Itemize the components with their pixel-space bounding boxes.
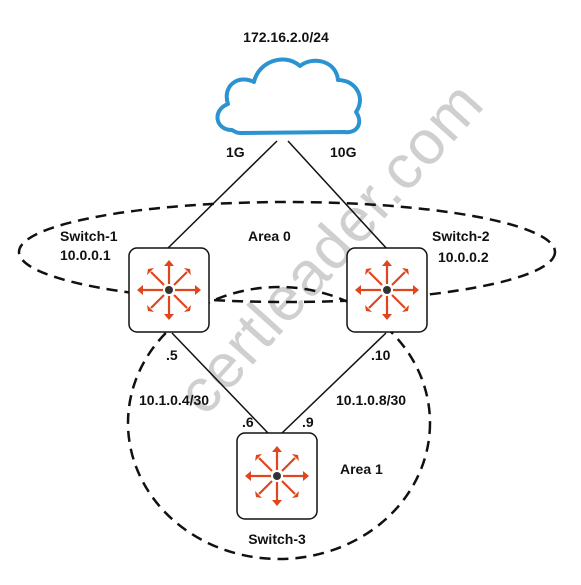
uplink-right-speed: 10G: [330, 144, 357, 160]
switch3-node: [236, 432, 318, 520]
area0-label: Area 0: [248, 228, 291, 244]
switch1-router-icon: [137, 260, 201, 320]
cloud-icon: [215, 57, 362, 135]
switch3-router-icon: [245, 446, 309, 506]
switch3-link1-end: .6: [242, 414, 254, 430]
switch1-name: Switch-1: [60, 228, 118, 244]
switch3-name: Switch-3: [248, 531, 306, 547]
switch1-link-end: .5: [166, 347, 178, 363]
switch2-ip: 10.0.0.2: [438, 249, 489, 265]
subnet-label: 172.16.2.0/24: [243, 29, 329, 45]
switch1-ip: 10.0.0.1: [60, 247, 111, 263]
area1-boundary: [126, 285, 432, 561]
area1-label: Area 1: [340, 461, 383, 477]
switch3-link2-end: .9: [302, 414, 314, 430]
switch1-node: [128, 247, 210, 333]
uplink-left-speed: 1G: [226, 144, 245, 160]
switch2-name: Switch-2: [432, 228, 490, 244]
link1-subnet: 10.1.0.4/30: [139, 392, 209, 408]
link-switch2-switch3: [281, 332, 387, 434]
area0-boundary: [17, 200, 557, 304]
uplink-switch1: [165, 140, 278, 251]
switch2-link-end: .10: [371, 347, 391, 363]
link-switch1-switch3: [171, 332, 269, 434]
link2-subnet: 10.1.0.8/30: [336, 392, 406, 408]
switch2-node: [346, 247, 428, 333]
switch2-router-icon: [355, 260, 419, 320]
uplink-switch2: [287, 140, 389, 251]
